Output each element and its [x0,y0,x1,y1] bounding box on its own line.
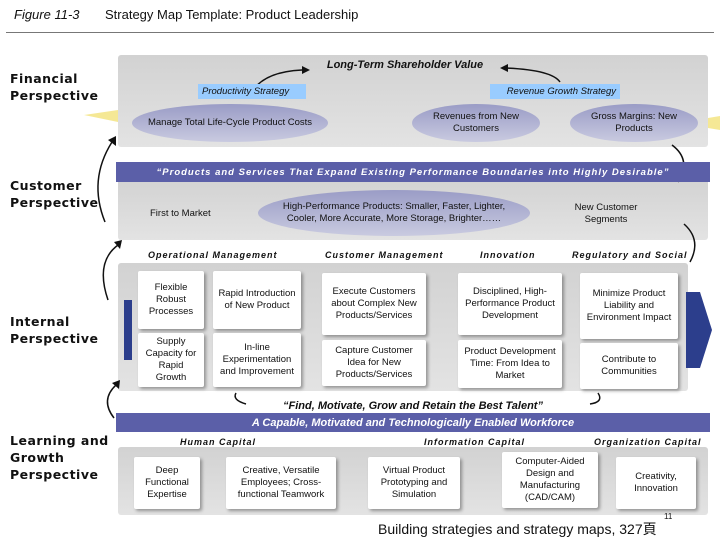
customer-perspective-label: Customer Perspective [10,178,99,210]
financial-perspective-label: Financial Perspective [10,71,99,103]
virtual-prototyping-box: Virtual Product Prototyping and Simulati… [368,457,460,509]
human-capital-header: Human Capital [180,437,257,447]
minimize-liability-box: Minimize Product Liability and Environme… [580,273,678,339]
creativity-innovation-box: Creativity, Innovation [616,457,696,509]
cad-cam-box: Computer-Aided Design and Manufacturing … [502,452,598,508]
rapid-introduction-box: Rapid Introduction of New Product [213,271,301,329]
customer-management-header: Customer Management [325,250,444,260]
development-time-box: Product Development Time: From Idea to M… [458,340,562,388]
execute-customers-box: Execute Customers about Complex New Prod… [322,273,426,335]
caption: Building strategies and strategy maps, 3… [378,521,657,537]
new-customers-oval: Revenues from New Customers [412,104,540,142]
creative-employees-box: Creative, Versatile Employees; Cross-fun… [226,457,336,509]
revenue-growth-tag: Revenue Growth Strategy [490,84,620,99]
shareholder-value-title: Long-Term Shareholder Value [326,59,484,71]
new-segments-label: New Customer Segments [574,202,638,225]
capture-idea-box: Capture Customer Idea for New Products/S… [322,340,426,386]
product-development-box: Disciplined, High-Performance Product De… [458,273,562,335]
page-number: 11 [664,512,673,521]
operational-management-header: Operational Management [148,250,278,260]
talent-tagline: “Find, Motivate, Grow and Retain the Bes… [283,400,543,412]
high-performance-oval: High-Performance Products: Smaller, Fast… [258,190,530,236]
header-rule [6,32,714,33]
figure-number: Figure 11-3 [14,7,80,22]
workforce-banner: A Capable, Motivated and Technologically… [116,413,710,432]
value-proposition-banner: “Products and Services That Expand Exist… [116,162,710,182]
flexible-processes-box: Flexible Robust Processes [138,271,204,329]
manage-costs-oval: Manage Total Life-Cycle Product Costs [132,104,328,142]
inline-experimentation-box: In-line Experimentation and Improvement [213,333,301,387]
regulatory-social-header: Regulatory and Social [572,250,688,260]
supply-capacity-box: Supply Capacity for Rapid Growth [138,333,204,387]
organization-capital-header: Organization Capital [594,437,702,447]
productivity-strategy-tag: Productivity Strategy [198,84,306,99]
contribute-communities-box: Contribute to Communities [580,343,678,389]
internal-perspective-label: Internal Perspective [10,314,99,346]
first-to-market-label: First to Market [150,208,211,219]
information-capital-header: Information Capital [424,437,526,447]
figure-title: Strategy Map Template: Product Leadershi… [105,7,359,22]
innovation-header: Innovation [480,250,536,260]
gross-margins-oval: Gross Margins: New Products [570,104,698,142]
learning-perspective-label: Learning and Growth Perspective [10,433,109,482]
functional-expertise-box: Deep Functional Expertise [134,457,200,509]
